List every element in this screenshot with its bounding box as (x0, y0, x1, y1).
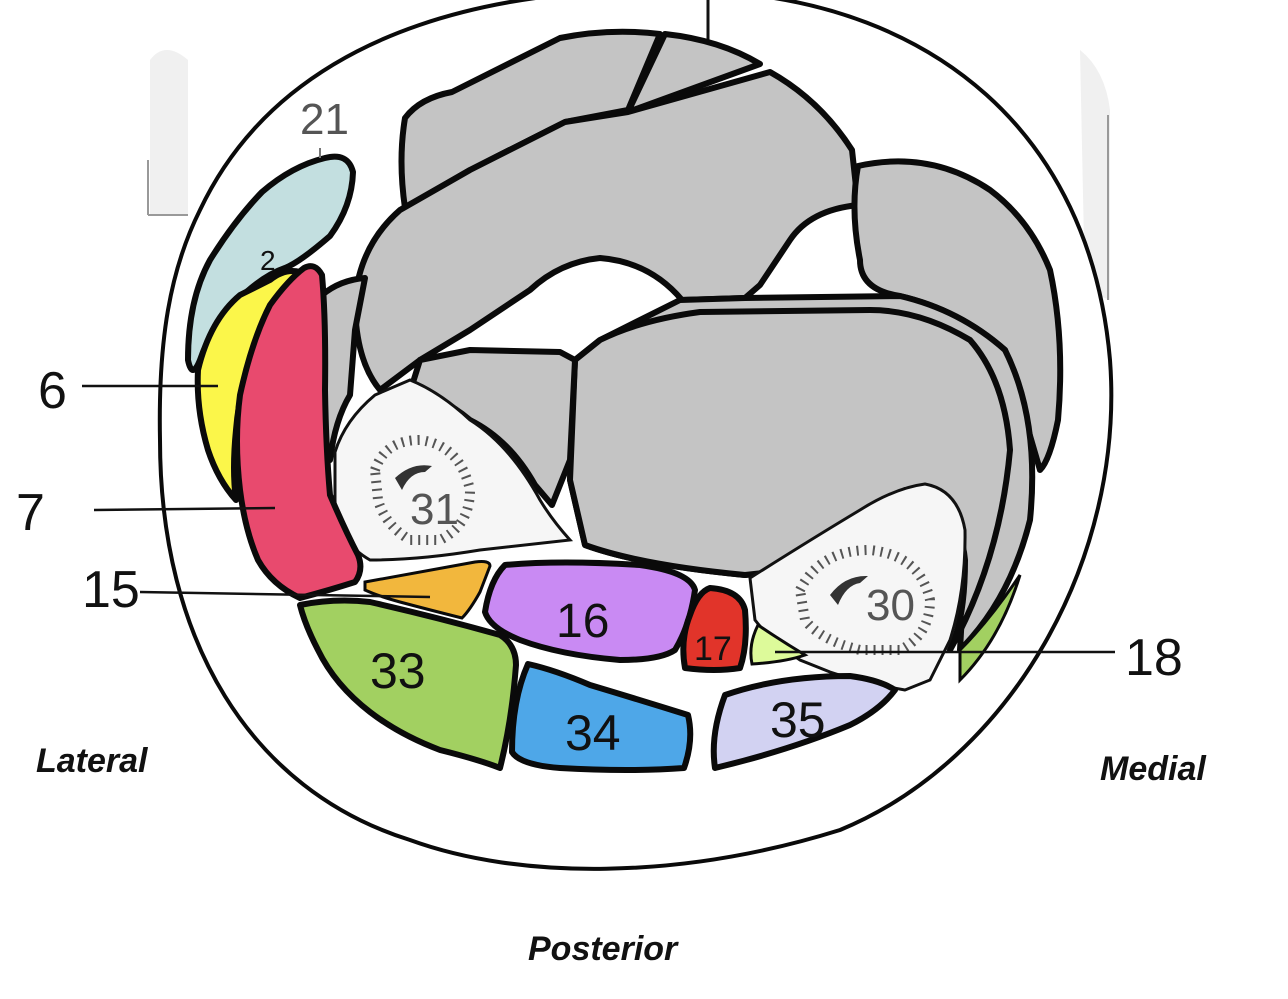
orientation-posterior: Posterior (528, 930, 679, 968)
label-30: 30 (866, 581, 915, 630)
label-7: 7 (16, 484, 45, 542)
label-16: 16 (556, 595, 609, 648)
label-2: 2 (260, 245, 276, 276)
label-21: 21 (300, 95, 349, 144)
background-shading-left (150, 50, 188, 215)
label-33: 33 (370, 643, 426, 699)
label-15: 15 (82, 561, 140, 619)
label-18: 18 (1125, 629, 1183, 687)
label-34: 34 (565, 705, 621, 761)
label-17: 17 (694, 630, 732, 668)
label-6: 6 (38, 362, 67, 420)
label-35: 35 (770, 692, 826, 748)
orientation-lateral: Lateral (36, 742, 149, 780)
label-31: 31 (410, 485, 459, 534)
orientation-medial: Medial (1100, 750, 1207, 788)
